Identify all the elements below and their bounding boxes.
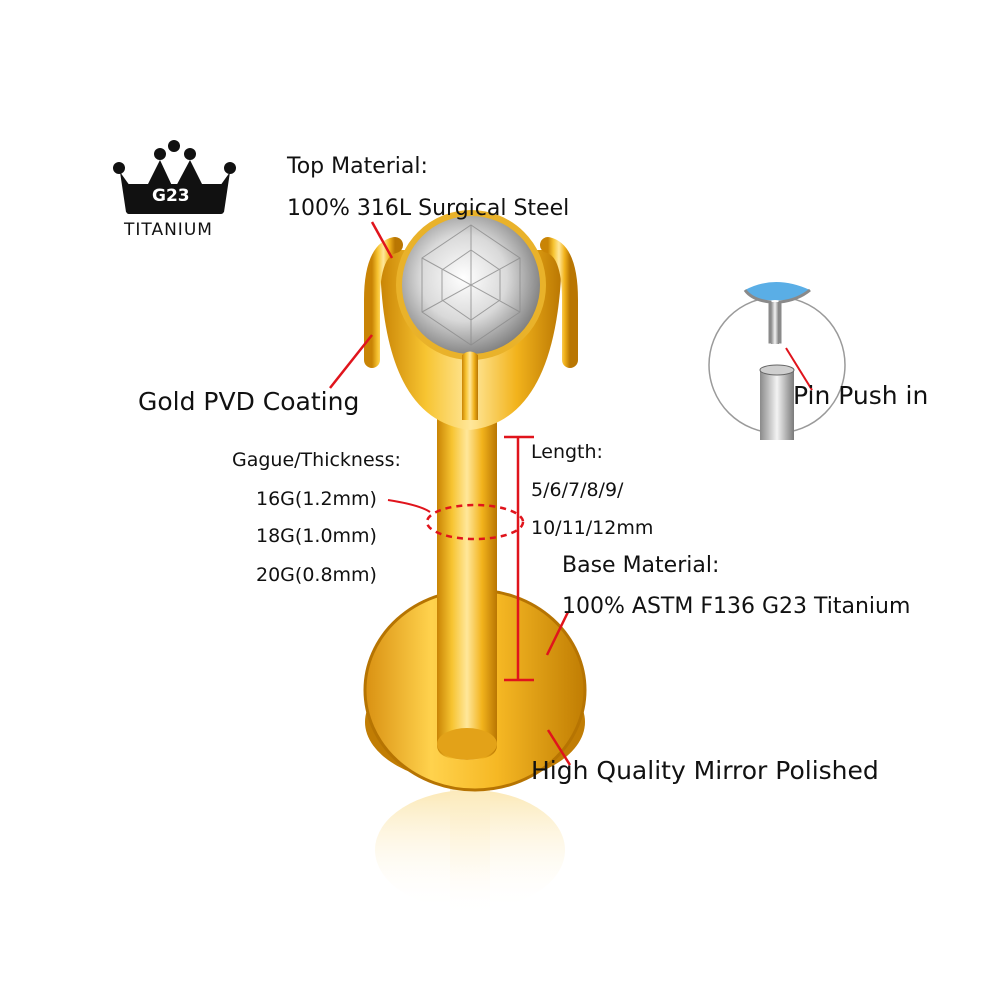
crown-icon: [113, 140, 236, 214]
gauge-indicator: [425, 503, 525, 541]
gauge-option: 18G(1.0mm): [256, 525, 377, 547]
prong-front: [462, 351, 478, 420]
top-material-value: 100% 316L Surgical Steel: [287, 196, 570, 221]
pin-note: Pin Push in: [793, 381, 929, 410]
length-line-1: 5/6/7/8/9/: [531, 479, 624, 501]
finish-label: High Quality Mirror Polished: [531, 756, 879, 785]
post-end: [437, 728, 497, 760]
gauge-title: Gague/Thickness:: [232, 449, 401, 471]
length-line-2: 10/11/12mm: [531, 517, 654, 539]
badge-material: TITANIUM: [124, 220, 213, 240]
base-material-value: 100% ASTM F136 G23 Titanium: [562, 594, 911, 619]
gauge-option: 16G(1.2mm): [256, 488, 377, 510]
prong-left: [364, 237, 403, 368]
coating-label: Gold PVD Coating: [138, 387, 360, 416]
length-title: Length:: [531, 441, 603, 463]
base-material-title: Base Material:: [562, 553, 720, 578]
badge-grade: G23: [152, 186, 190, 206]
post: [437, 360, 497, 760]
pin-push-detail: [743, 282, 813, 440]
top-material-title: Top Material:: [287, 154, 428, 179]
gauge-option: 20G(0.8mm): [256, 564, 377, 586]
prong-right: [540, 237, 578, 368]
